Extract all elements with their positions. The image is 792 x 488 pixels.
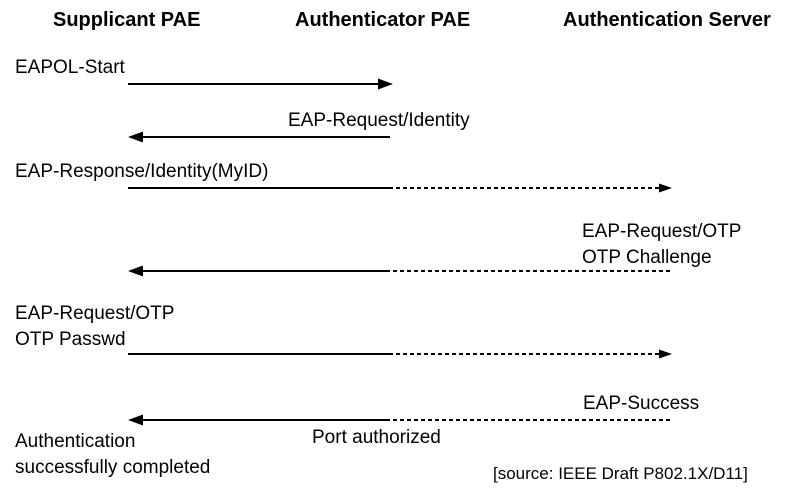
message-label-line1: EAP-Request/OTP xyxy=(582,221,742,242)
arrow-eap-otp-passwd xyxy=(128,349,672,359)
column-header-authentication-server: Authentication Server xyxy=(563,9,771,31)
arrow-eap-request-identity xyxy=(128,131,390,143)
arrow-eap-success xyxy=(128,414,670,426)
column-header-supplicant-pae: Supplicant PAE xyxy=(53,9,201,31)
message-label-eap-otp-passwd: EAP-Request/OTP OTP Passwd xyxy=(15,301,174,353)
status-line2: successfully completed xyxy=(15,457,211,478)
message-label-eap-response-identity: EAP-Response/Identity(MyID) xyxy=(15,161,269,182)
message-label-line2: OTP Challenge xyxy=(582,247,712,268)
status-line1: Authentication xyxy=(15,431,136,452)
message-label-line1: EAP-Request/OTP xyxy=(15,303,175,324)
note-port-authorized: Port authorized xyxy=(312,427,441,448)
message-label-eapol-start: EAPOL-Start xyxy=(15,57,125,78)
message-label-line2: OTP Passwd xyxy=(15,329,126,350)
source-citation: [source: IEEE Draft P802.1X/D11] xyxy=(493,464,748,483)
column-header-authenticator-pae: Authenticator PAE xyxy=(295,9,471,31)
arrow-eapol-start xyxy=(128,78,393,90)
message-label-eap-request-otp-challenge: EAP-Request/OTP OTP Challenge xyxy=(582,219,741,271)
message-label-eap-request-identity: EAP-Request/Identity xyxy=(288,110,470,131)
arrow-eap-response-identity xyxy=(128,183,672,193)
status-authentication-completed: Authentication successfully completed xyxy=(15,429,210,481)
message-label-eap-success: EAP-Success xyxy=(583,393,700,414)
arrow-eap-request-otp-challenge xyxy=(128,265,670,277)
